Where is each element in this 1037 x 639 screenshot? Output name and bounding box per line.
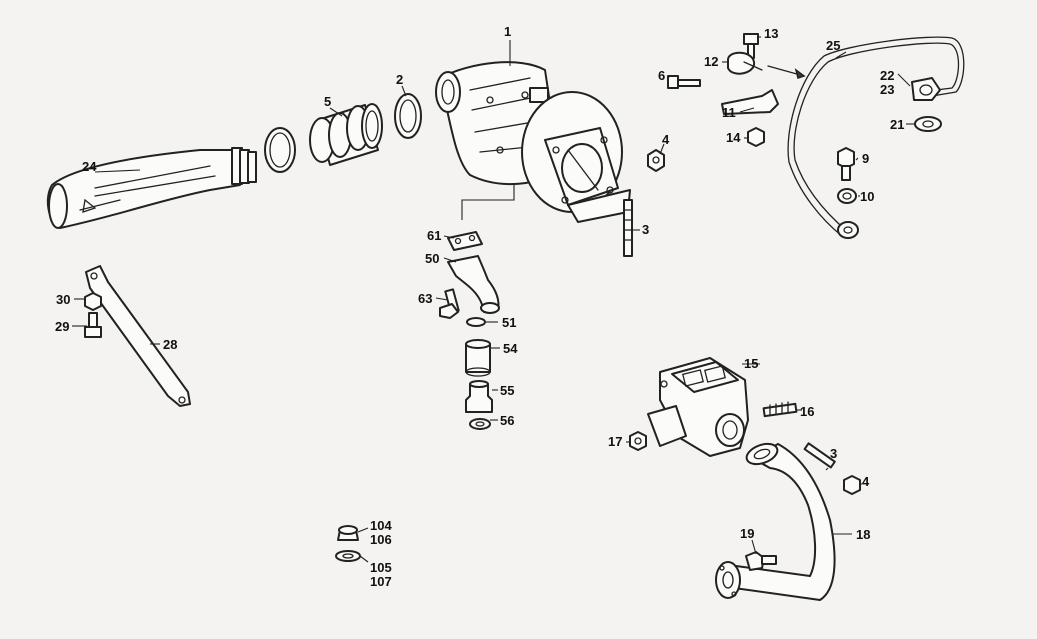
part-4-nut-lower	[843, 475, 861, 495]
callout-15: 15	[744, 356, 758, 371]
part-104-plug	[337, 525, 359, 541]
callout-50: 50	[425, 251, 439, 266]
part-21-washer	[914, 116, 942, 132]
part-24-intake-hose	[46, 147, 257, 229]
part-105-washer	[335, 550, 361, 562]
part-30-nut	[84, 292, 102, 311]
callout-61: 61	[427, 228, 441, 243]
part-3-stud-upper	[623, 199, 633, 257]
callout-1: 1	[504, 24, 511, 39]
callout-25: 25	[826, 38, 840, 53]
callout-104: 104	[370, 518, 392, 533]
part-55-fitting	[465, 380, 493, 413]
part-54-sleeve	[465, 339, 491, 377]
part-29-bolt	[84, 312, 102, 338]
part-56-washer	[469, 418, 491, 430]
part-28-bracket	[85, 265, 191, 407]
callout-2: 2	[396, 72, 403, 87]
part-2-o-ring	[394, 93, 422, 139]
part-11-bracket	[721, 89, 779, 115]
leader-lines	[72, 36, 916, 563]
callout-5: 5	[324, 94, 331, 109]
callout-16: 16	[800, 404, 814, 419]
callout-3-lower: 3	[830, 446, 837, 461]
part-12-clamp	[727, 51, 763, 75]
callout-23: 23	[880, 82, 894, 97]
part-5-coupling-sleeve	[309, 103, 383, 166]
callout-51: 51	[502, 315, 516, 330]
callout-17: 17	[608, 434, 622, 449]
callout-13: 13	[764, 26, 778, 41]
callout-3-upper: 3	[642, 222, 649, 237]
part-50-oil-return-pipe	[447, 255, 500, 314]
part-17-nut	[629, 431, 647, 451]
callout-63: 63	[418, 291, 432, 306]
part-4-nut-upper	[647, 149, 665, 172]
part-14-nut	[747, 127, 765, 147]
callout-14: 14	[726, 130, 741, 145]
callout-30: 30	[56, 292, 70, 307]
callout-24: 24	[82, 159, 97, 174]
part-3-stud-lower	[803, 442, 836, 469]
callout-18: 18	[856, 527, 870, 542]
callout-4-lower: 4	[862, 474, 870, 489]
callout-11: 11	[722, 105, 736, 120]
part-18-exhaust-pipe	[715, 442, 836, 601]
callout-19: 19	[740, 526, 754, 541]
callout-6: 6	[658, 68, 665, 83]
callout-106: 106	[370, 532, 392, 547]
callout-21: 21	[890, 117, 904, 132]
part-19-bolt	[745, 551, 777, 571]
callout-12: 12	[704, 54, 718, 69]
callout-9: 9	[862, 151, 869, 166]
part-1-turbocharger	[435, 61, 631, 223]
callout-107: 107	[370, 574, 392, 589]
callout-105: 105	[370, 560, 392, 575]
callout-22: 22	[880, 68, 894, 83]
part-16-stud	[762, 401, 798, 418]
part-10-washer	[837, 188, 857, 204]
callout-55: 55	[500, 383, 514, 398]
callout-28: 28	[163, 337, 177, 352]
callout-4-upper: 4	[662, 132, 670, 147]
part-51-ring	[466, 317, 486, 327]
callout-29: 29	[55, 319, 69, 334]
arrow-head	[794, 68, 806, 79]
part-61-gasket	[447, 231, 483, 251]
callout-56: 56	[500, 413, 514, 428]
part-9-bolt	[837, 147, 855, 181]
part-6-bolt	[667, 75, 701, 89]
part-o-ring-left	[264, 127, 296, 173]
part-25-oil-line	[787, 36, 965, 239]
part-63-bolt	[439, 288, 460, 319]
callout-10: 10	[860, 189, 874, 204]
callout-54: 54	[503, 341, 518, 356]
part-15-exhaust-flange	[647, 357, 749, 457]
part-22-banjo-fitting	[911, 77, 941, 101]
callout-labels: 1 2 3 3 4 4 5 6 9 10 11 12 13 14 15 16 1…	[55, 24, 904, 589]
